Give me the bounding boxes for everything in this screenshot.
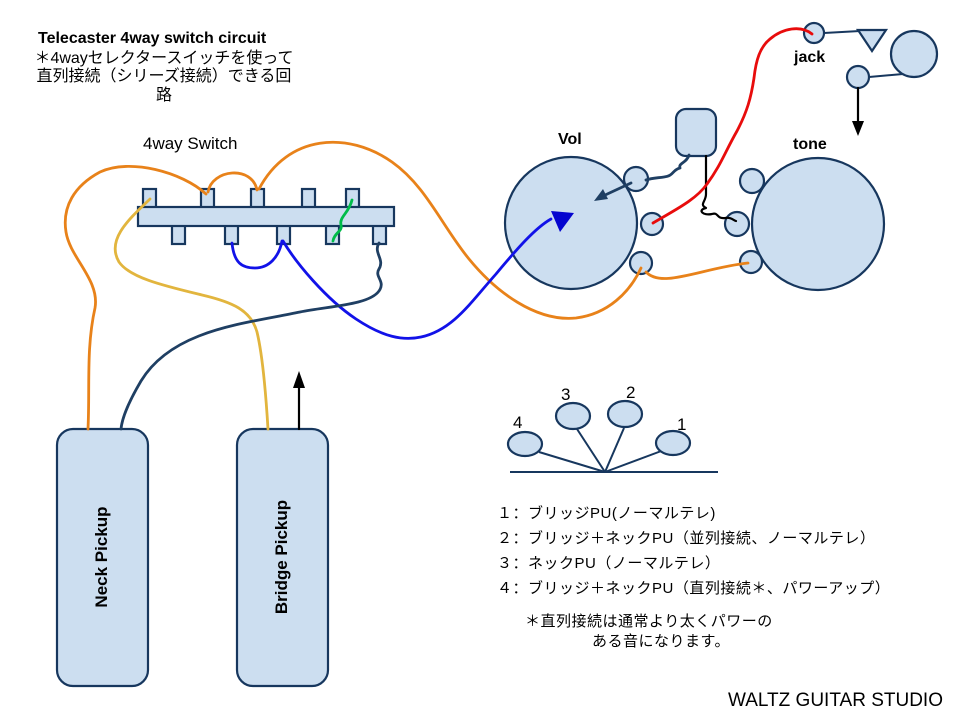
volume-pot	[503, 155, 665, 291]
wire-navy-switch-to-neck	[119, 241, 383, 431]
legend-line-3: ３：ネックPU（ノーマルテレ）	[497, 555, 721, 572]
wire-navy-cap-to-vol	[644, 153, 691, 182]
wire-orange-lug-jumper	[206, 171, 259, 194]
subtitle-line-2: 直列接続（シリーズ接続）できる回	[36, 68, 292, 86]
subtitle-line-3: 路	[155, 86, 172, 104]
selector-position-4: 4	[513, 413, 523, 432]
wire-red-vol-to-jack	[651, 27, 814, 225]
legend-line-1: １：ブリッジPU(ノーマルテレ)	[497, 505, 716, 522]
selector-position-3: 3	[561, 385, 571, 404]
footer-credit: WALTZ GUITAR STUDIO	[728, 690, 943, 711]
vol-lug-to-casing-arrow	[594, 181, 633, 201]
neck-pickup	[55, 427, 150, 688]
wire-orange-switch-to-vol	[257, 140, 643, 320]
wire-yellow-switch-to-bridge	[113, 197, 270, 431]
wire-blue-lug-jumper	[230, 239, 284, 270]
tone-label: tone	[793, 136, 827, 153]
wire-blue-switch-to-vol-casing	[281, 211, 574, 340]
bridge-pickup	[235, 371, 330, 688]
neck-pickup-label: Neck Pickup	[92, 506, 111, 608]
legend-line-2: ２：ブリッジ＋ネックPU（並列接続、ノーマルテレ）	[497, 530, 876, 547]
tone-pot	[723, 156, 886, 292]
jack-label: jack	[794, 49, 826, 66]
switch-label: 4way Switch	[143, 134, 238, 153]
capacitor	[674, 107, 718, 158]
wire-green-switch-jumper	[331, 198, 354, 243]
selector-position-1: 1	[677, 415, 687, 434]
volume-label: Vol	[558, 131, 582, 148]
note-line-2: ある音になります。	[592, 633, 731, 650]
note-line-1: ＊直列接続は通常より太くパワーの	[525, 613, 773, 630]
four-way-switch	[136, 187, 396, 246]
wire-black-cap-to-tone	[700, 154, 738, 223]
selector-position-2: 2	[626, 383, 636, 402]
wire-orange-neck-to-switch	[63, 164, 208, 431]
page-title: Telecaster 4way switch circuit	[38, 30, 267, 47]
ground-arrow-jack	[852, 86, 864, 136]
bridge-pickup-label: Bridge Pickup	[272, 499, 291, 615]
wire-orange-vol-to-tone	[644, 261, 750, 280]
subtitle-line-1: ＊4wayセレクタースイッチを使って	[34, 50, 294, 67]
output-jack	[802, 21, 939, 136]
legend-line-4: ４：ブリッジ＋ネックPU（直列接続＊、パワーアップ）	[497, 580, 891, 597]
subtitle: ＊4wayセレクタースイッチを使って 直列接続（シリーズ接続）できる回 路	[18, 50, 310, 105]
ground-arrow-bridge	[293, 371, 305, 431]
selector-position-diagram	[506, 399, 718, 473]
